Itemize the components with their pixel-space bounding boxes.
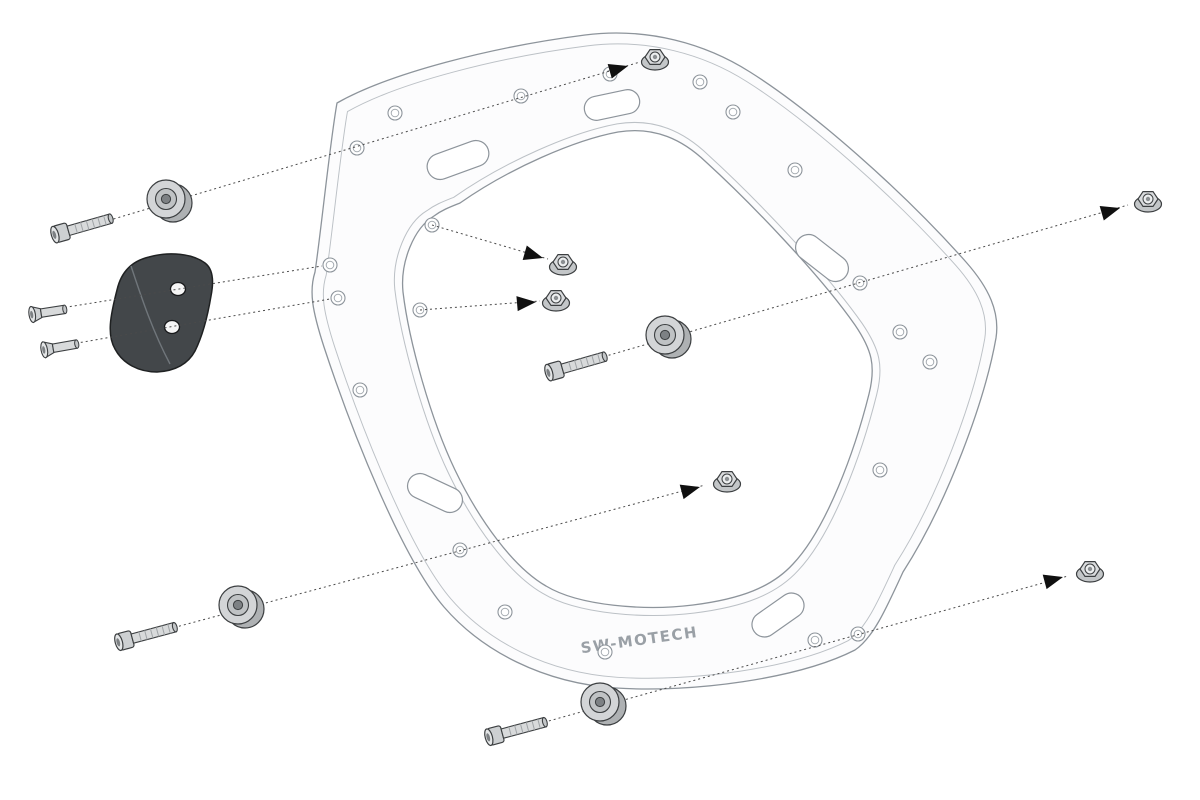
socket-screw (112, 617, 180, 652)
plate-hole-bore (500, 607, 510, 617)
bracket-body (109, 253, 214, 373)
socket-screw (482, 712, 550, 747)
plate-hole-bore (390, 108, 400, 118)
plate-hole-bore (325, 260, 335, 270)
adapter-plate: SW-MOTECH (311, 32, 998, 690)
bracket-hole-group (163, 281, 187, 335)
plate-hole-bore (728, 107, 738, 117)
spacer (146, 179, 193, 223)
plate-hole-bore (895, 327, 905, 337)
bracket-fold-line (130, 265, 171, 365)
direction-arrow (1099, 200, 1123, 221)
plate-hole-bore (925, 357, 935, 367)
plate-hole-bore (790, 165, 800, 175)
plate-holes (322, 66, 938, 660)
plate-cutout-chamfer-line (393, 121, 881, 616)
bracket-hole (169, 281, 187, 297)
assembly-axis (79, 61, 641, 230)
spacer (580, 682, 627, 726)
plate-slot (426, 139, 490, 181)
plate-slots (406, 89, 849, 638)
plate-hole-bore (600, 647, 610, 657)
flange-nut (1133, 191, 1163, 213)
flange-nut (1075, 560, 1105, 583)
plate-hole-bore (455, 545, 465, 555)
plate-chamfer-line (322, 43, 986, 679)
plate-inner-cutout (401, 129, 873, 608)
plate-hole-bore (695, 77, 705, 87)
plate-slot (406, 472, 464, 514)
plate-hole-bore (875, 465, 885, 475)
plate-hole-bore (333, 293, 343, 303)
plate-slot (795, 233, 849, 283)
plate-hole-bore (516, 91, 526, 101)
bracket-hole (163, 319, 181, 335)
plate-hole-bore (355, 385, 365, 395)
plate-hole-bore (853, 629, 863, 639)
plate-hole-bore (810, 635, 820, 645)
spacer (218, 585, 265, 629)
countersunk-screw (27, 300, 69, 324)
plate-slot (751, 592, 805, 638)
adapter-bracket (109, 253, 214, 373)
direction-arrow (1042, 569, 1065, 590)
assembly-axis (54, 265, 323, 310)
countersunk-screw (39, 335, 81, 359)
socket-screw (48, 209, 116, 245)
